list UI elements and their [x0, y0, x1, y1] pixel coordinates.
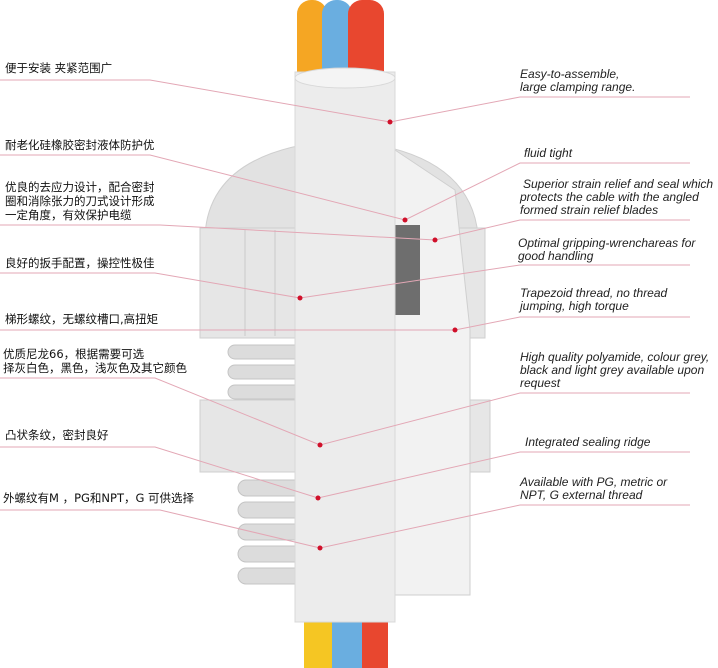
- right-label-3c: formed strain relief blades: [520, 203, 659, 217]
- wire-orange-top: [297, 0, 327, 90]
- right-label-4b: good handling: [518, 249, 594, 263]
- left-label-3c: 一定角度，有效保护电缆: [5, 208, 132, 222]
- right-label-7: Integrated sealing ridge: [525, 435, 651, 449]
- left-label-5: 梯形螺纹，无螺纹槽口,高扭矩: [5, 312, 159, 326]
- right-label-5b: jumping, high torque: [520, 299, 629, 313]
- right-label-8a: Available with PG, metric or: [520, 475, 668, 489]
- right-label-2: fluid tight: [524, 146, 573, 160]
- left-label-8: 外螺纹有M ，PG和NPT，G 可供选择: [3, 491, 195, 505]
- right-label-1b: large clamping range.: [520, 80, 636, 94]
- left-label-6a: 优质尼龙66，根据需要可选: [3, 347, 145, 361]
- cable-jacket: [294, 71, 396, 623]
- wire-red-top: [348, 0, 384, 90]
- left-label-7: 凸状条纹，密封良好: [5, 428, 109, 442]
- right-label-5a: Trapezoid thread, no thread: [520, 286, 668, 300]
- left-label-3b: 圈和消除张力的刀式设计形成: [5, 194, 155, 208]
- right-label-6b: black and light grey available upon: [520, 363, 705, 377]
- right-label-6a: High quality polyamide, colour grey,: [520, 350, 710, 364]
- right-label-4a: Optimal gripping-wrenchareas for: [518, 236, 696, 250]
- right-label-3a: Superior strain relief and seal which: [523, 177, 714, 191]
- callout-dots: [297, 119, 458, 551]
- right-label-8b: NPT, G external thread: [520, 488, 643, 502]
- left-label-1: 便于安装 夹紧范围广: [5, 61, 113, 75]
- left-label-4: 良好的扳手配置，操控性极佳: [5, 256, 155, 270]
- right-label-3b: protects the cable with the angled: [520, 190, 699, 204]
- wire-blue-top: [322, 0, 352, 90]
- seal-insert: [392, 225, 420, 315]
- left-label-6b: 择灰白色，黑色，浅灰色及其它颜色: [3, 361, 187, 375]
- left-label-3a: 优良的去应力设计，配合密封: [5, 180, 155, 194]
- right-label-6c: request: [520, 376, 561, 390]
- right-label-1a: Easy-to-assemble,: [520, 67, 620, 81]
- left-label-2: 耐老化硅橡胶密封液体防护优: [5, 138, 155, 152]
